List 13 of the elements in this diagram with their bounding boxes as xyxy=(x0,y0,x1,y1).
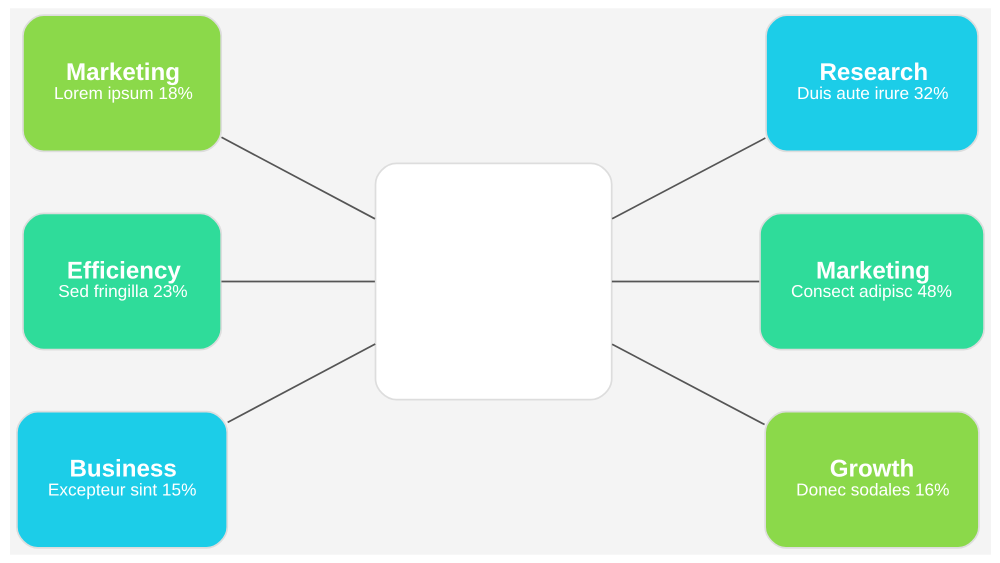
node-box: Efficiency Sed fringilla 23% xyxy=(22,212,222,350)
connector xyxy=(611,280,759,282)
node-box: Research Duis aute irure 32% xyxy=(764,14,978,152)
node-box: Marketing Consect adipisc 48% xyxy=(758,212,984,350)
connector xyxy=(226,343,376,424)
connector xyxy=(611,344,764,426)
node-box: Growth Donec sodales 16% xyxy=(764,410,980,549)
node-box: Business Excepteur sint 15% xyxy=(16,410,228,549)
connector xyxy=(220,136,375,220)
node-box xyxy=(374,162,612,400)
connector xyxy=(611,137,766,220)
node-box: Marketing Lorem ipsum 18% xyxy=(22,14,222,152)
connector xyxy=(220,280,374,282)
